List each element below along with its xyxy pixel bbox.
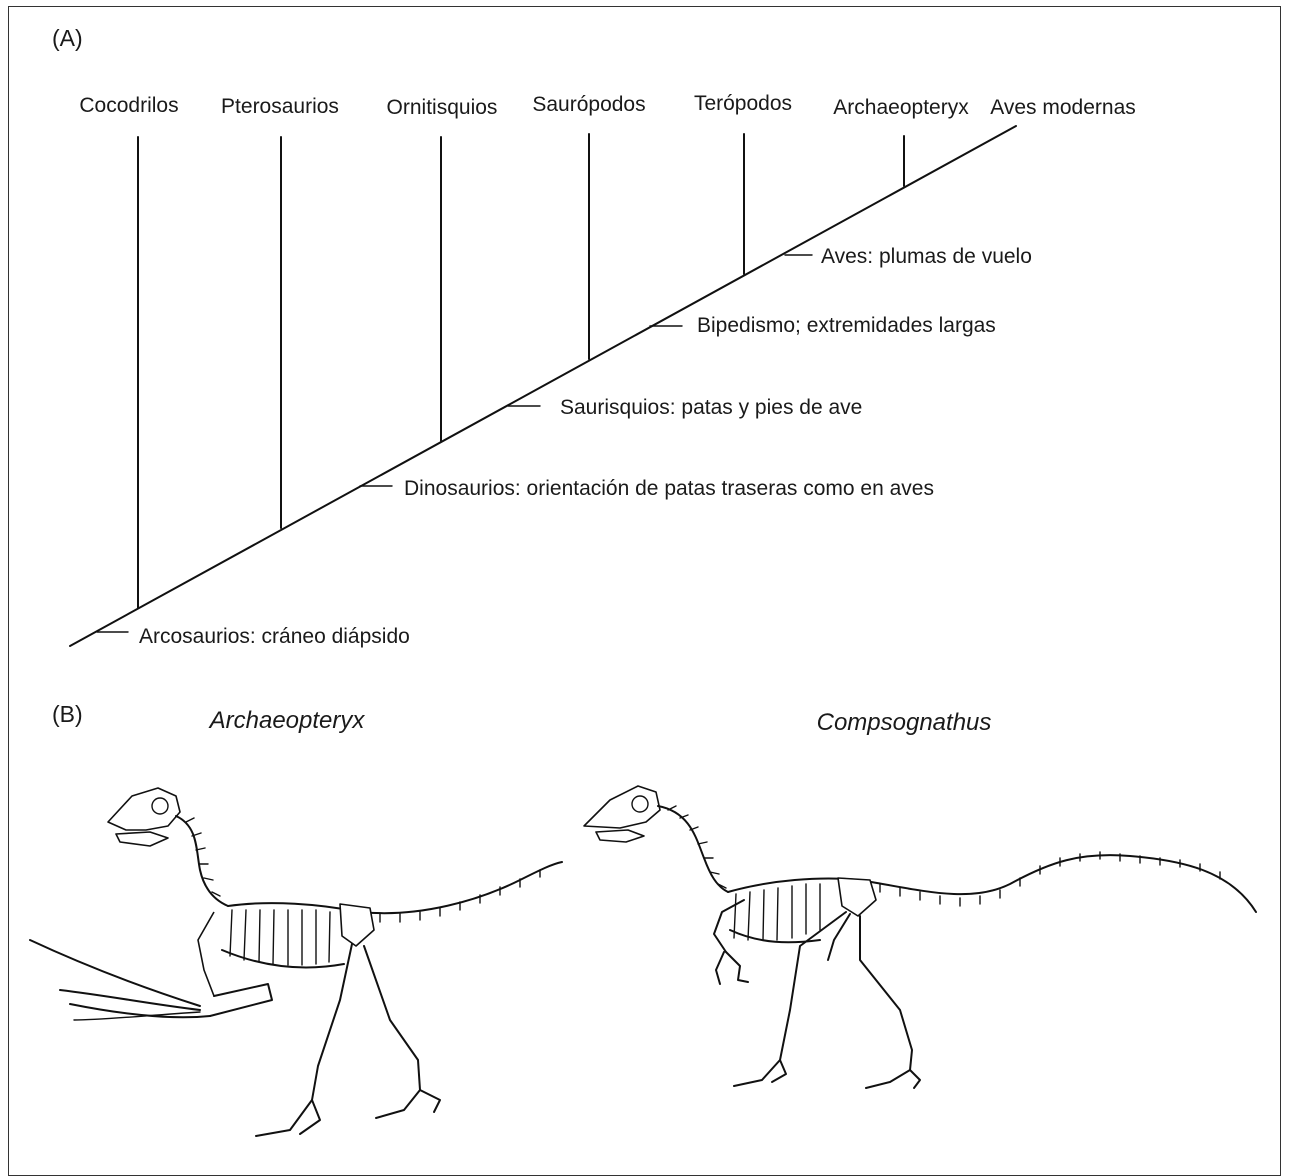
compsognathus-skeleton [584, 786, 1256, 1088]
cladogram [70, 126, 1016, 646]
taxon-label: Saurópodos [532, 93, 645, 116]
species-label-archaeopteryx: Archaeopteryx [208, 707, 366, 734]
taxon-label: Terópodos [694, 92, 792, 115]
taxon-label: Archaeopteryx [833, 96, 969, 119]
taxon-label: Aves modernas [990, 96, 1136, 119]
character-label: Aves: plumas de vuelo [821, 245, 1032, 268]
character-label: Bipedismo; extremidades largas [697, 314, 996, 337]
character-label: Saurisquios: patas y pies de ave [560, 396, 862, 419]
character-label: Arcosaurios: cráneo diápsido [139, 625, 410, 648]
taxon-label: Pterosaurios [221, 95, 339, 118]
taxon-label: Cocodrilos [79, 94, 178, 117]
taxon-label: Ornitisquios [387, 96, 498, 119]
cladogram-main-branch [70, 126, 1016, 646]
panel-a-label: (A) [52, 25, 83, 51]
archaeopteryx-skeleton [30, 788, 562, 1136]
character-label: Dinosaurios: orientación de patas traser… [404, 477, 934, 500]
species-label-compsognathus: Compsognathus [817, 709, 992, 736]
panel-b-label: (B) [52, 701, 83, 727]
